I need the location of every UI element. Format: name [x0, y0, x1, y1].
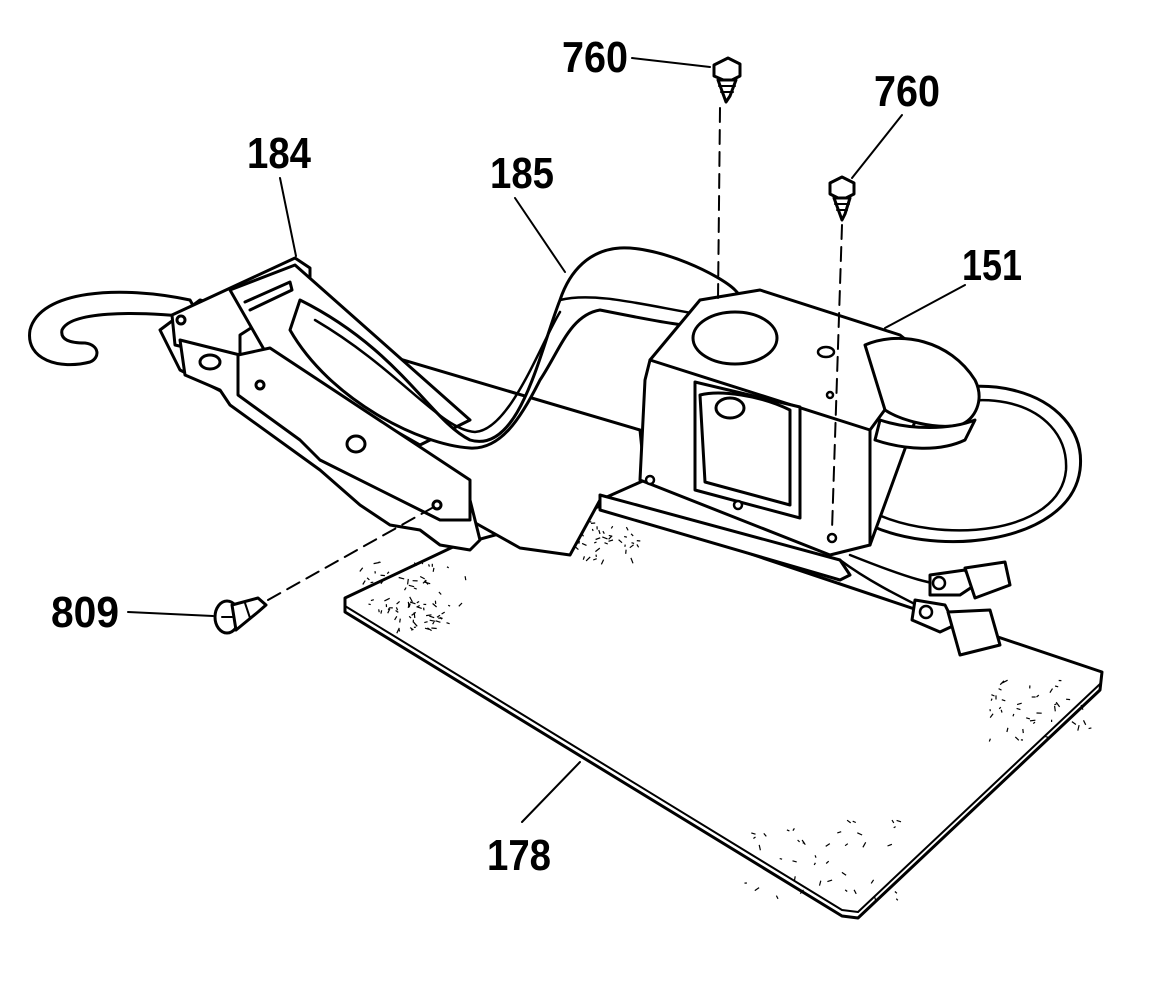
pad-speck [400, 619, 401, 623]
pad-speck [592, 529, 593, 531]
pad-speck [815, 855, 816, 857]
pad-speck [780, 859, 782, 860]
pad-speck [363, 581, 365, 585]
motor-assembly [640, 290, 979, 555]
callout-809: 809 [51, 588, 119, 637]
bracket-hole [347, 436, 365, 452]
pad-speck [381, 610, 382, 613]
pad-speck [367, 578, 369, 580]
pad-speck [1055, 706, 1056, 711]
bracket-hole [200, 355, 220, 369]
pad-speck [1072, 722, 1076, 725]
callout-760-left: 760 [562, 33, 628, 82]
bracket-hole [177, 316, 185, 324]
pad-speck [399, 629, 400, 632]
screw-hole [433, 501, 441, 509]
pad-speck [411, 629, 413, 630]
bracket [172, 258, 480, 550]
pad-speck [414, 612, 415, 618]
pad-speck [594, 542, 596, 543]
pad-speck [776, 896, 778, 899]
screw-760-right [830, 177, 854, 220]
pad-speck [379, 562, 381, 563]
pad-speck [1089, 728, 1092, 729]
pad-speck [1013, 714, 1014, 716]
pad-speck [369, 604, 371, 605]
pad-speck [1001, 710, 1002, 713]
callout-178: 178 [487, 831, 551, 880]
callout-185: 185 [490, 149, 554, 198]
pad-speck [895, 892, 897, 894]
pad-speck [1023, 729, 1024, 733]
pad-speck [991, 699, 992, 701]
callout-151: 151 [962, 241, 1022, 290]
callout-760-right: 760 [874, 67, 940, 116]
callout-184: 184 [247, 129, 311, 178]
pad-speck [1030, 720, 1035, 721]
pad-speck [429, 564, 430, 566]
pad-speck [609, 535, 612, 536]
pad-speck [896, 899, 898, 901]
pad-speck [433, 568, 434, 572]
pad-speck [755, 888, 759, 891]
pad-speck [465, 576, 466, 580]
pad-speck [431, 628, 436, 629]
pad-speck [426, 615, 431, 616]
pad-speck [1078, 725, 1079, 731]
pad-speck [1055, 686, 1058, 687]
screw-760-left [714, 58, 740, 102]
bracket-hole [256, 381, 264, 389]
pad-speck [379, 609, 380, 612]
pad-speck [408, 579, 409, 585]
pad-speck [387, 572, 389, 574]
pad-speck [448, 605, 450, 606]
pad-speck [1084, 720, 1086, 725]
pad-speck [374, 563, 380, 564]
screw-809 [215, 598, 266, 633]
pad-speck [624, 537, 627, 538]
pad-speck [632, 543, 635, 544]
pad-speck [360, 568, 363, 572]
pad-speck [803, 842, 804, 844]
